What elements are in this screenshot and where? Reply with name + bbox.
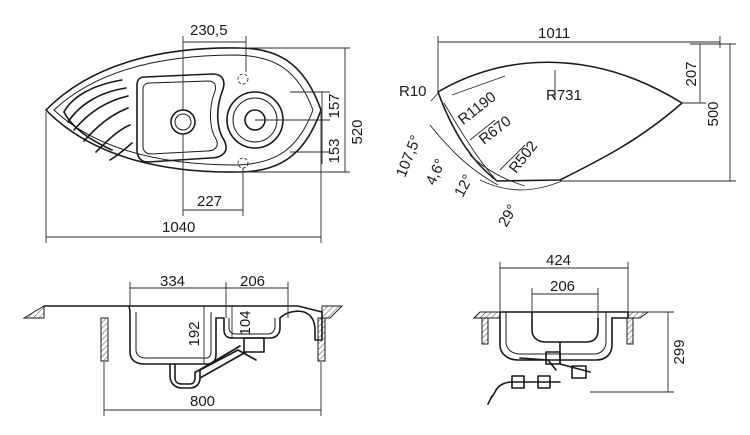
arc-view: 1011 R10 R1190 R731 R670 R502 207 500 10… [393, 25, 736, 230]
side-dimension-lines [499, 262, 674, 393]
arc-outline [437, 61, 683, 182]
front-small-inner [228, 318, 276, 335]
side-bowl-inner [505, 312, 607, 355]
side-fitting-4 [545, 351, 561, 365]
front-dimension-lines [103, 282, 322, 416]
countertop-left [22, 305, 45, 319]
dim-520: 520 [349, 119, 366, 144]
front-drain-pipe-2 [174, 363, 196, 385]
side-countertop-right [627, 311, 650, 319]
drainboard-ribs [63, 79, 133, 161]
dim-r670: R670 [476, 113, 515, 148]
dim-153: 153 [326, 138, 343, 163]
dim-500: 500 [705, 101, 722, 126]
side-section: 424 206 299 [472, 252, 688, 405]
angle-107-5: 107,5° [393, 133, 425, 180]
top-view: 230,5 520 157 153 227 1040 [45, 22, 366, 243]
side-wall-right [626, 317, 634, 345]
dim-424: 424 [546, 252, 571, 269]
main-bowl-inner [142, 80, 218, 155]
side-small-bowl [531, 311, 599, 343]
arc-dimension-lines [430, 36, 736, 182]
arc-r502 [479, 179, 563, 191]
front-sink-profile [43, 305, 323, 365]
sink-rim-inner [53, 54, 314, 166]
tap-hole-top [237, 73, 249, 85]
dim-1040: 1040 [162, 219, 195, 236]
dim-207: 207 [683, 61, 700, 86]
dim-206-side: 206 [550, 278, 575, 295]
front-waste-fitting [243, 337, 265, 353]
tap-hole-bottom [237, 157, 249, 169]
dim-192: 192 [186, 321, 203, 346]
dim-r731: R731 [546, 87, 582, 104]
side-sink-profile [499, 311, 629, 361]
side-fitting-2 [537, 375, 551, 389]
dim-157: 157 [326, 93, 343, 118]
angle-12: 12° [451, 172, 477, 200]
side-wall-left [481, 317, 489, 345]
dim-334: 334 [160, 273, 185, 290]
countertop-right [321, 305, 344, 319]
dim-299: 299 [671, 339, 688, 364]
arc-r670 [443, 102, 498, 182]
dim-r502: R502 [506, 138, 541, 177]
dim-800: 800 [190, 393, 215, 410]
arc-guide-1 [469, 154, 526, 187]
dim-1011: 1011 [538, 25, 570, 42]
sink-outline [45, 47, 322, 173]
arc-guide-2 [429, 124, 499, 186]
dim-206-front: 206 [240, 273, 265, 290]
dimension-lines [45, 36, 350, 243]
side-fitting-3 [571, 365, 587, 379]
front-bowl-inner [135, 312, 212, 359]
dim-227: 227 [197, 193, 222, 210]
angle-4-6: 4,6° [423, 156, 450, 188]
angle-29: 29° [495, 202, 521, 230]
front-drain-pipe [169, 349, 257, 389]
side-countertop-left [472, 311, 501, 319]
front-section: 334 206 192 104 800 [22, 273, 344, 416]
main-bowl [136, 73, 227, 163]
side-drain-pipe [519, 341, 591, 373]
cabinet-wall-left [100, 317, 109, 362]
side-fitting-1 [511, 375, 525, 389]
dim-r10: R10 [399, 83, 427, 100]
dim-230-5: 230,5 [190, 22, 228, 39]
main-drain-inner [174, 113, 192, 131]
dim-104: 104 [237, 310, 254, 335]
